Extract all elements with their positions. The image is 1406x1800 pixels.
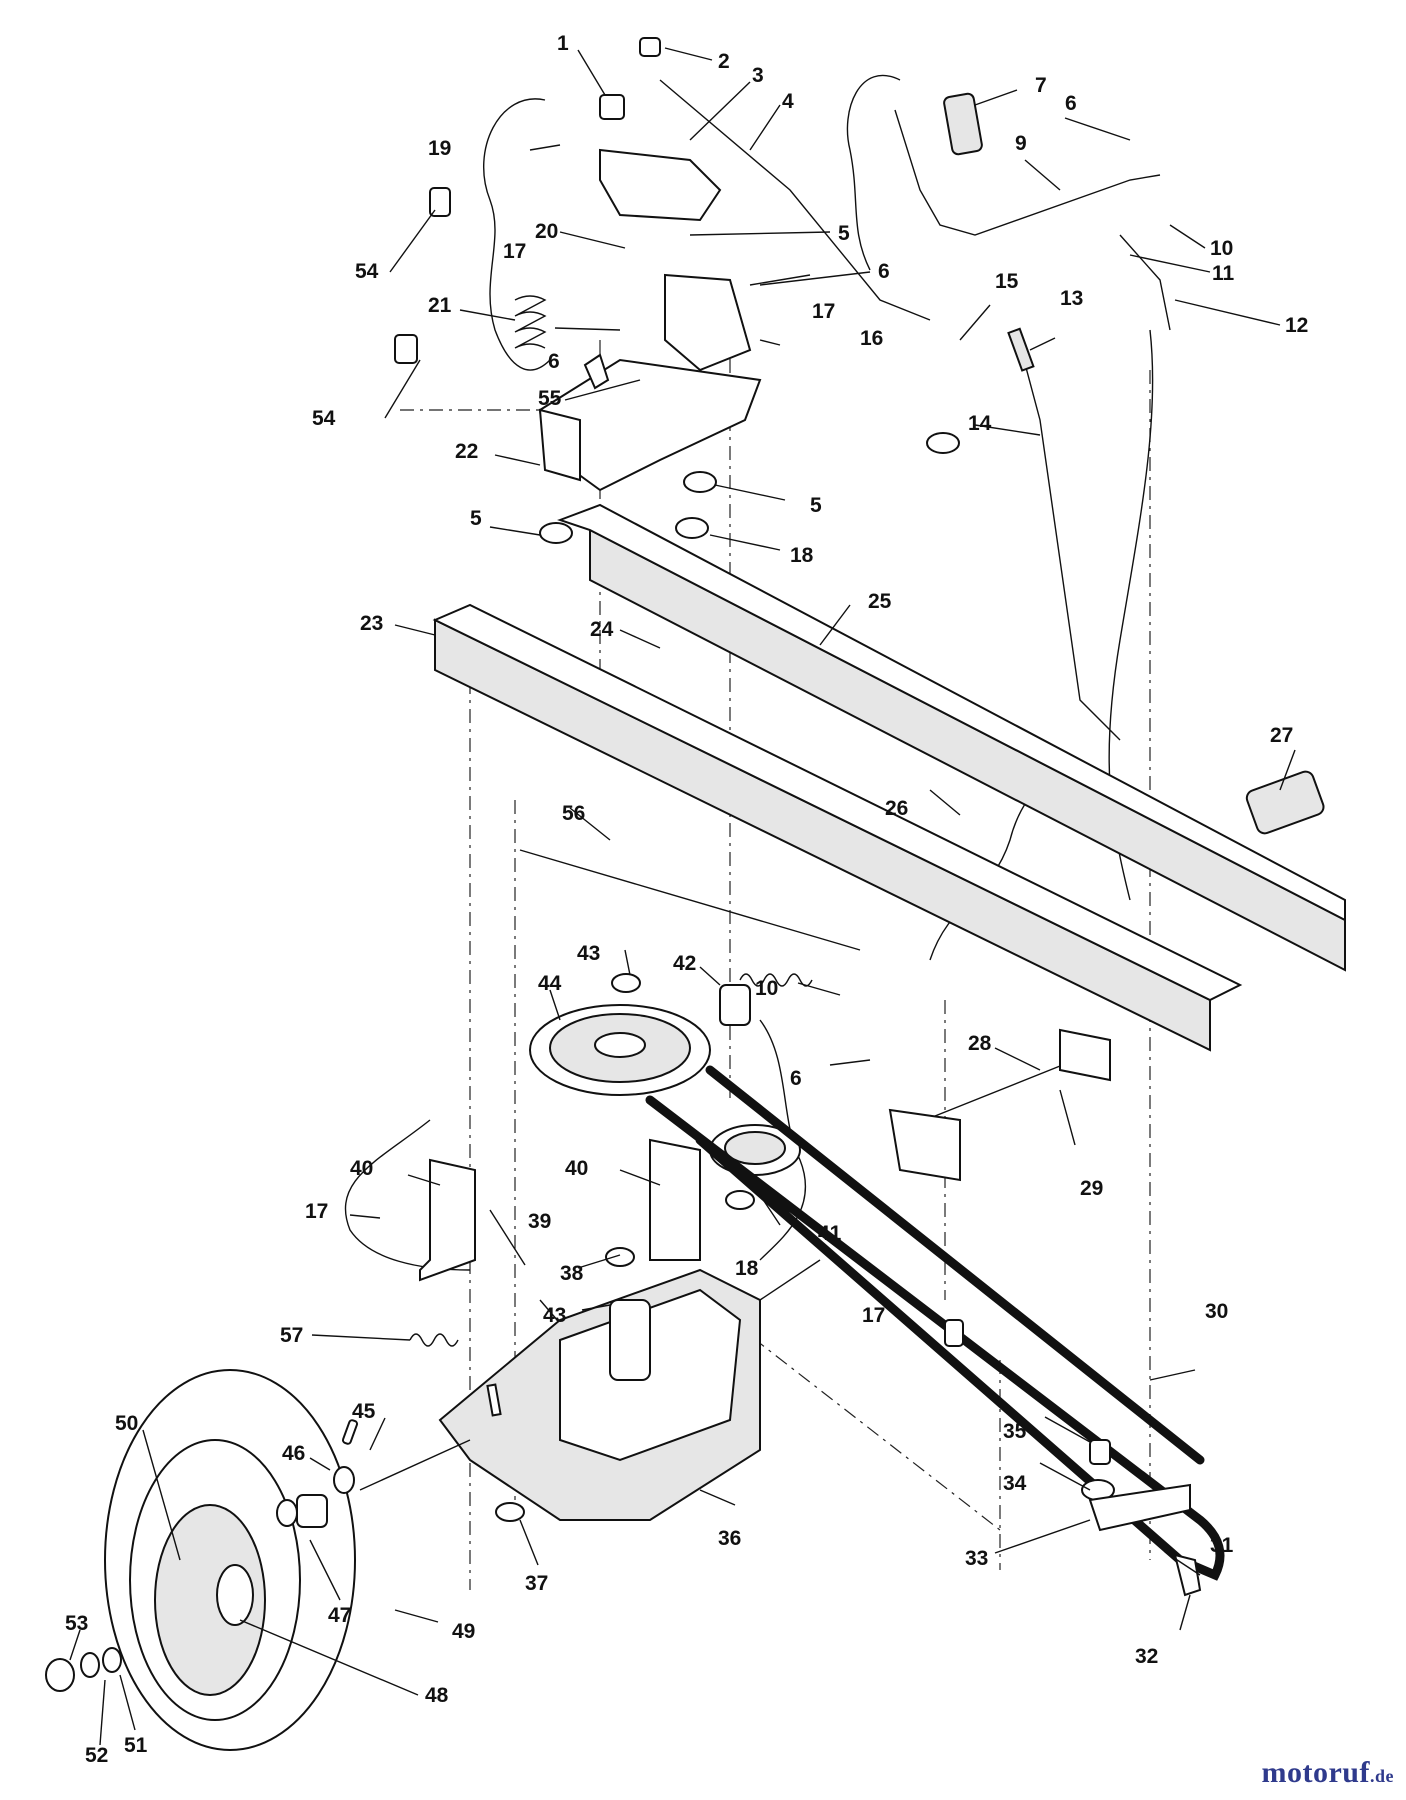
callout-40-right: 40 xyxy=(565,1157,588,1180)
callout-31: 31 xyxy=(1210,1534,1234,1557)
frame-rails xyxy=(432,503,1346,1052)
callout-43-upper: 43 xyxy=(577,942,600,965)
rear-wheel xyxy=(104,1369,356,1751)
callout-20: 20 xyxy=(535,220,558,243)
callout-2: 2 xyxy=(718,50,730,73)
callout-14: 14 xyxy=(968,412,992,435)
callout-47: 47 xyxy=(328,1604,351,1627)
callout-39: 39 xyxy=(528,1210,551,1233)
callout-30: 30 xyxy=(1205,1300,1228,1323)
callout-22: 22 xyxy=(455,440,478,463)
callout-13: 13 xyxy=(1060,287,1083,310)
callout-18-upper: 18 xyxy=(790,544,814,567)
callout-52: 52 xyxy=(85,1744,108,1767)
callout-54-lower: 54 xyxy=(312,407,336,430)
callout-19: 19 xyxy=(428,137,451,160)
callout-17-upper: 17 xyxy=(812,300,835,323)
axle-hardware xyxy=(45,1419,359,1692)
upper-brackets xyxy=(538,148,762,492)
callout-29: 29 xyxy=(1080,1177,1103,1200)
mount-brackets xyxy=(419,1138,701,1282)
callout-4: 4 xyxy=(782,90,794,113)
callout-35: 35 xyxy=(1003,1420,1027,1443)
callout-50: 50 xyxy=(115,1412,138,1435)
callout-5-upper: 5 xyxy=(838,222,850,245)
callout-6-lower: 6 xyxy=(790,1067,802,1090)
brake-cross-shaft xyxy=(888,1028,1111,1182)
shift-lever-assembly xyxy=(659,79,1171,741)
callout-5-middle: 5 xyxy=(810,494,822,517)
callout-21: 21 xyxy=(428,294,452,317)
callout-6-bracket: 6 xyxy=(878,260,890,283)
callout-34: 34 xyxy=(1003,1472,1027,1495)
callout-6-left: 6 xyxy=(548,350,560,373)
callout-42: 42 xyxy=(673,952,696,975)
callout-32: 32 xyxy=(1135,1645,1158,1668)
callout-labels: 1 2 3 4 5 5 5 6 6 6 6 7 9 10 10 11 12 13… xyxy=(65,32,1308,1767)
callout-55: 55 xyxy=(538,387,562,410)
callout-17-bracket: 17 xyxy=(305,1200,328,1223)
callout-18-lower: 18 xyxy=(735,1257,759,1280)
watermark-logo: motoruf.de xyxy=(1262,1756,1394,1790)
callout-23: 23 xyxy=(360,612,383,635)
callout-1: 1 xyxy=(557,32,569,55)
callout-33: 33 xyxy=(965,1547,988,1570)
callout-37: 37 xyxy=(525,1572,548,1595)
transaxle xyxy=(359,1259,821,1521)
callout-46: 46 xyxy=(282,1442,305,1465)
callout-12: 12 xyxy=(1285,314,1308,337)
callout-36: 36 xyxy=(718,1527,741,1550)
callout-40-left: 40 xyxy=(350,1157,373,1180)
callout-24: 24 xyxy=(590,618,614,641)
callout-27: 27 xyxy=(1270,724,1293,747)
callout-53: 53 xyxy=(65,1612,88,1635)
callout-48: 48 xyxy=(425,1684,449,1707)
leader-lines xyxy=(69,47,1296,1746)
watermark-suffix: .de xyxy=(1370,1766,1394,1786)
callout-15: 15 xyxy=(995,270,1019,293)
callout-49: 49 xyxy=(452,1620,475,1643)
callout-17-lower: 17 xyxy=(862,1304,885,1327)
callout-28: 28 xyxy=(968,1032,992,1055)
callout-57: 57 xyxy=(280,1324,303,1347)
callout-44: 44 xyxy=(538,972,562,995)
callout-10-lower: 10 xyxy=(755,977,778,1000)
callout-7: 7 xyxy=(1035,74,1047,97)
callout-45: 45 xyxy=(352,1400,376,1423)
callout-25: 25 xyxy=(868,590,892,613)
callout-43-lower: 43 xyxy=(543,1304,566,1327)
callout-11: 11 xyxy=(1212,262,1235,285)
callout-41: 41 xyxy=(818,1222,842,1245)
callout-9: 9 xyxy=(1015,132,1027,155)
callout-51: 51 xyxy=(124,1734,148,1757)
callout-3: 3 xyxy=(752,64,764,87)
callout-10-upper: 10 xyxy=(1210,237,1233,260)
callout-16: 16 xyxy=(860,327,883,350)
callout-38: 38 xyxy=(560,1262,584,1285)
drive-pulleys xyxy=(529,984,1225,1581)
callout-56: 56 xyxy=(562,802,585,825)
watermark-main: motoruf xyxy=(1261,1756,1370,1789)
callout-54-upper: 54 xyxy=(355,260,379,283)
callout-17-left-upper: 17 xyxy=(503,240,526,263)
callout-5-left: 5 xyxy=(470,507,482,530)
hardware-pieces xyxy=(394,37,1325,1597)
callout-26: 26 xyxy=(885,797,908,820)
callout-6-top-right: 6 xyxy=(1065,92,1077,115)
